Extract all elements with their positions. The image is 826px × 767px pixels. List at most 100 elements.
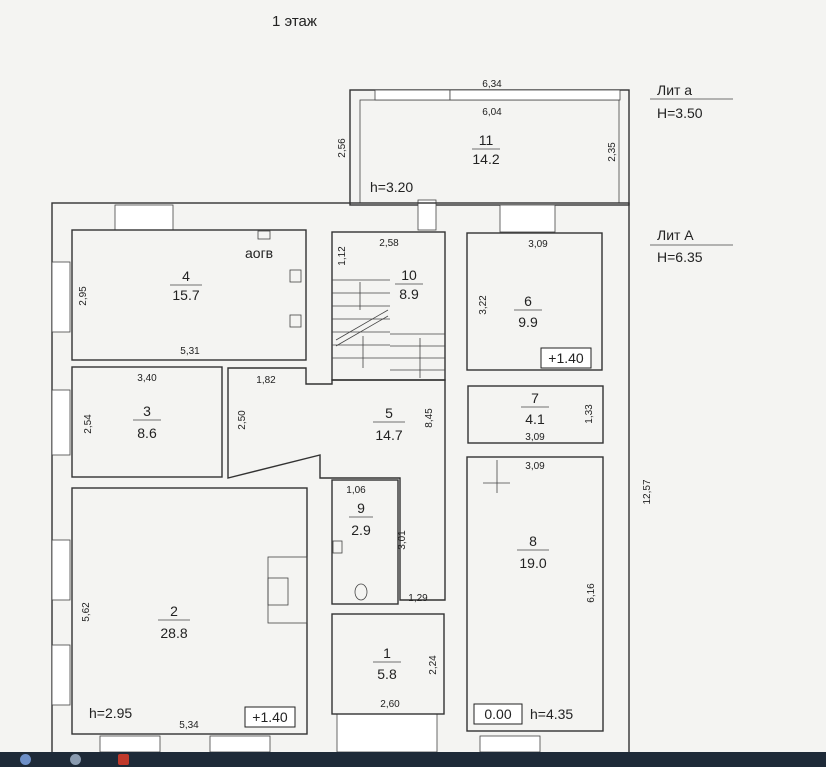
- dim-5-31: 5,31: [180, 346, 200, 357]
- svg-text:8: 8: [529, 533, 537, 549]
- room-6-level-box: [540, 347, 592, 369]
- room-8-walls: [466, 456, 604, 732]
- room-8-label: 8 19.0: [517, 533, 549, 571]
- room-11-label: 11 14.2: [472, 132, 500, 167]
- window-room6-top: [499, 204, 556, 233]
- main-outer-wall: [51, 202, 630, 752]
- room-5-walls: [227, 367, 446, 601]
- dim-8-45: 8,45: [424, 408, 435, 428]
- svg-text:6: 6: [524, 293, 532, 309]
- window-room1-bottom: [336, 713, 438, 752]
- svg-text:4: 4: [182, 268, 190, 284]
- svg-text:19.0: 19.0: [519, 555, 546, 571]
- dim-3-40: 3,40: [137, 373, 157, 384]
- room-2-walls: [71, 487, 308, 735]
- dim-2-56: 2,56: [337, 138, 348, 158]
- svg-text:7: 7: [531, 390, 539, 406]
- dim-6-34: 6,34: [482, 79, 502, 90]
- taskbar-app-icon[interactable]: [70, 754, 81, 765]
- svg-text:28.8: 28.8: [160, 625, 187, 641]
- room-7-walls: [467, 385, 604, 444]
- svg-text:2: 2: [170, 603, 178, 619]
- dim-2-24: 2,24: [428, 655, 439, 675]
- svg-text:9.9: 9.9: [518, 314, 538, 330]
- room-8-level-box: [473, 703, 523, 725]
- room-1-label: 1 5.8: [373, 645, 401, 682]
- dim-2-50: 2,50: [237, 410, 248, 430]
- room-8-level: 0.00: [484, 706, 511, 722]
- floor-title: 1 этаж: [272, 13, 317, 30]
- svg-text:1: 1: [383, 645, 391, 661]
- room-3-walls: [71, 366, 223, 478]
- dim-2-54: 2,54: [83, 414, 94, 434]
- window-room2-left-a: [51, 539, 71, 601]
- dim-5-34: 5,34: [179, 720, 199, 731]
- svg-text:10: 10: [401, 267, 417, 283]
- room-7-label: 7 4.1: [521, 390, 549, 427]
- dim-2-35: 2,35: [607, 142, 618, 162]
- svg-text:3: 3: [143, 403, 151, 419]
- window-room3-left: [51, 389, 71, 456]
- window-room2-left-b: [51, 644, 71, 706]
- svg-text:2.9: 2.9: [351, 522, 371, 538]
- window-room4-left: [51, 261, 71, 333]
- taskbar: [0, 752, 826, 767]
- room-2-height-label: h=2.95: [89, 705, 132, 721]
- room-9-walls: [331, 479, 399, 605]
- room-8-height-label: h=4.35: [530, 706, 573, 722]
- dim-3-01: 3,01: [397, 530, 408, 550]
- stove-outline: [267, 556, 308, 624]
- svg-text:8.9: 8.9: [399, 286, 419, 302]
- dim-2-60: 2,60: [380, 699, 400, 710]
- room-2-label: 2 28.8: [158, 603, 190, 641]
- annex-window-right: [449, 89, 621, 101]
- svg-text:5: 5: [385, 405, 393, 421]
- dim-5-62: 5,62: [81, 602, 92, 622]
- room-3-label: 3 8.6: [133, 403, 161, 441]
- lit-a-big-label: Лит А: [657, 227, 694, 243]
- dim-2-58: 2,58: [379, 238, 399, 249]
- svg-text:14.7: 14.7: [375, 427, 402, 443]
- svg-text:14.2: 14.2: [472, 151, 499, 167]
- dim-3-22: 3,22: [478, 295, 489, 315]
- dim-1-06: 1,06: [346, 485, 366, 496]
- aogv-label: аогв: [245, 245, 273, 261]
- room-6-level: +1.40: [548, 350, 584, 366]
- svg-text:4.1: 4.1: [525, 411, 545, 427]
- room-2-level: +1.40: [252, 709, 288, 725]
- stove-burner-icon: [289, 269, 302, 283]
- dim-1-29: 1,29: [408, 593, 428, 604]
- stove-inner: [267, 577, 289, 606]
- room-6-label: 6 9.9: [514, 293, 542, 330]
- svg-text:8.6: 8.6: [137, 425, 157, 441]
- room-10-label: 10 8.9: [395, 267, 423, 302]
- svg-text:5.8: 5.8: [377, 666, 397, 682]
- dim-2-95: 2,95: [78, 286, 89, 306]
- dim-3-09-room8: 3,09: [525, 461, 545, 472]
- window-room8-bottom: [479, 735, 541, 752]
- taskbar-app-icon[interactable]: [118, 754, 129, 765]
- window-room2-bottom-a: [99, 735, 161, 752]
- room-4-label: 4 15.7: [170, 268, 202, 303]
- dim-3-09-room7: 3,09: [525, 432, 545, 443]
- dim-1-33: 1,33: [584, 404, 595, 424]
- room-2-level-box: [244, 706, 296, 728]
- window-room4-top: [114, 204, 174, 231]
- room-5-label: 5 14.7: [373, 405, 405, 443]
- lit-a-small-label: Лит а: [657, 82, 692, 98]
- dim-3-09-room6: 3,09: [528, 239, 548, 250]
- dim-1-82: 1,82: [256, 375, 276, 386]
- aogv-vent-icon: [257, 230, 271, 240]
- stair-steps: [332, 279, 445, 378]
- svg-text:11: 11: [479, 132, 494, 148]
- dim-6-16: 6,16: [586, 583, 597, 603]
- dim-6-04: 6,04: [482, 107, 502, 118]
- annex-door: [417, 199, 437, 231]
- toilet-icon: [354, 583, 368, 601]
- room-9-label: 9 2.9: [349, 500, 373, 538]
- boiler-icon: [332, 540, 343, 554]
- room-4-walls: [71, 229, 307, 361]
- dim-12-57: 12,57: [642, 479, 653, 504]
- taskbar-app-icon[interactable]: [20, 754, 31, 765]
